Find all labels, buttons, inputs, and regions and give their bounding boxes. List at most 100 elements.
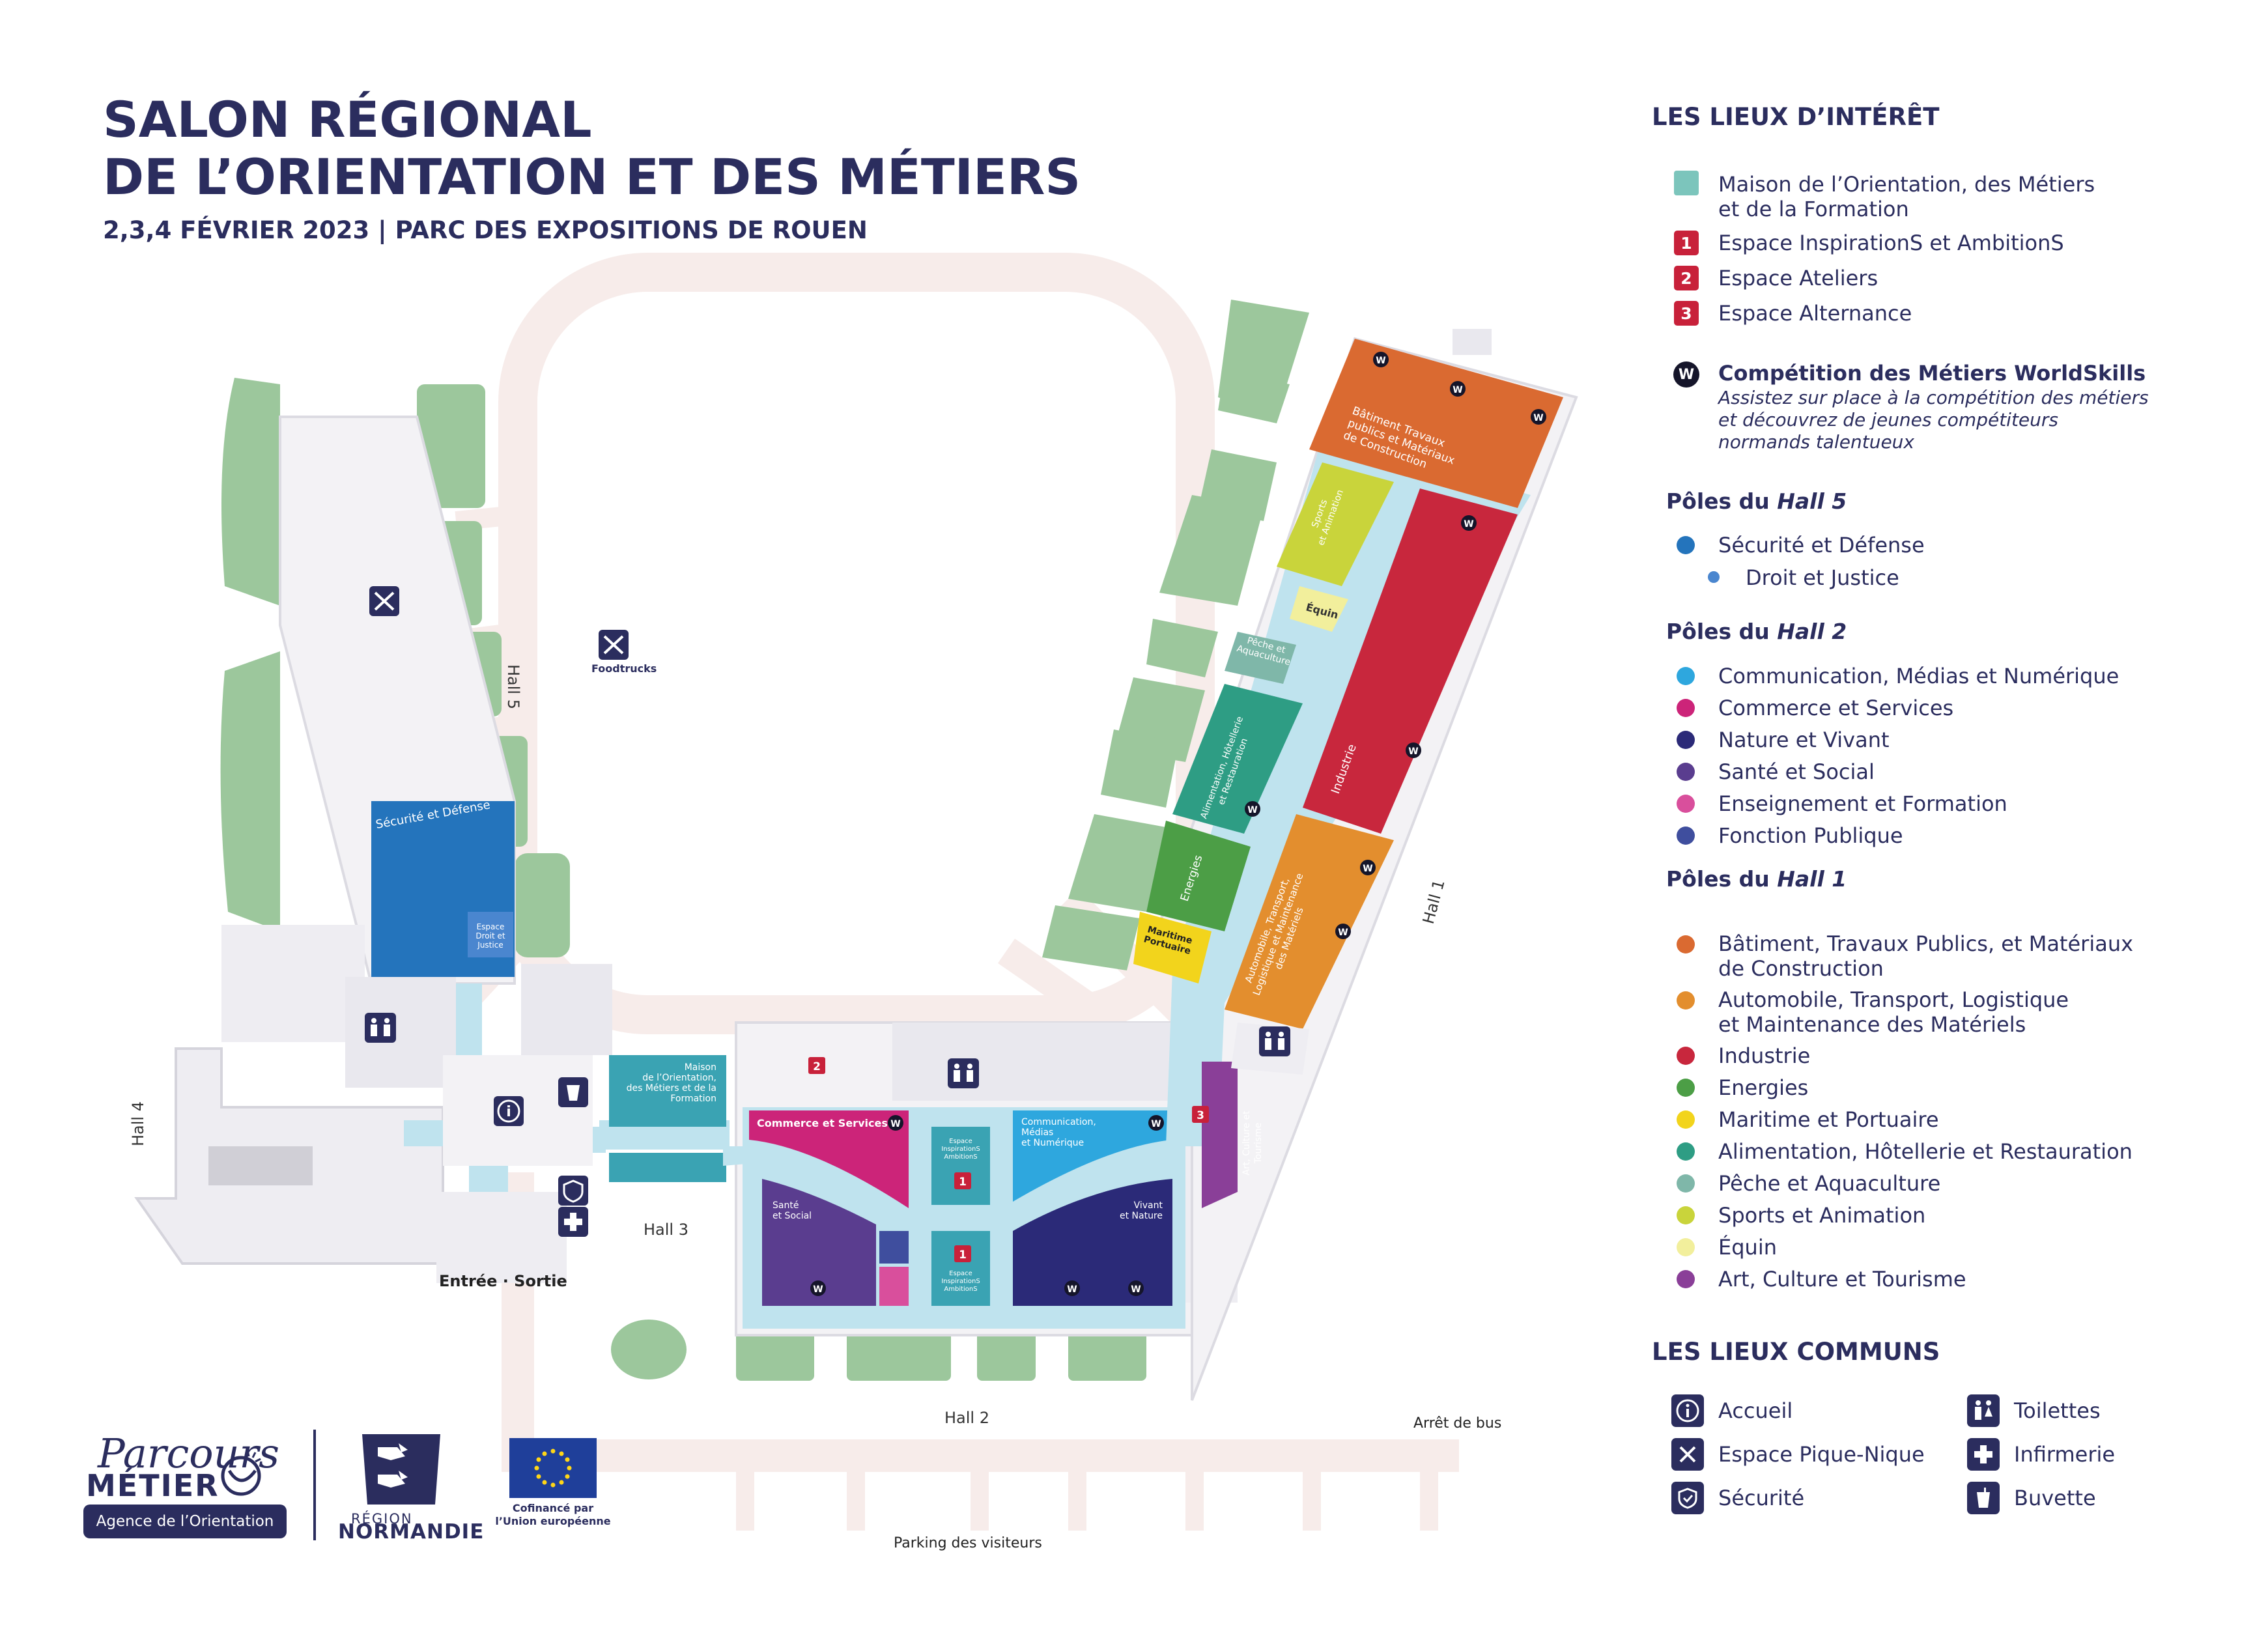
toilets-icon[interactable] bbox=[948, 1058, 979, 1088]
zone-alimentation[interactable] bbox=[1172, 684, 1303, 834]
toilets-icon[interactable] bbox=[1259, 1026, 1290, 1056]
w-badge[interactable]: W bbox=[888, 1115, 903, 1131]
w-badge[interactable]: W bbox=[1373, 352, 1389, 367]
svg-text:W: W bbox=[1453, 385, 1462, 395]
legend-hall1-item: Maritime et Portuaire bbox=[1718, 1107, 1939, 1132]
legend-hall2-item: Fonction Publique bbox=[1718, 823, 1903, 848]
svg-text:W: W bbox=[1151, 1119, 1161, 1129]
num-1-badge: 1 bbox=[1674, 231, 1699, 255]
w-badge[interactable]: W bbox=[1148, 1115, 1164, 1131]
picnic-icon-foodtrucks[interactable] bbox=[599, 630, 629, 660]
legend-interet-title: LES LIEUX D’INTÉRÊT bbox=[1652, 103, 1940, 131]
hall2-side-block bbox=[892, 1023, 1192, 1101]
espace-2-marker[interactable]: 2 bbox=[808, 1057, 825, 1074]
espace-1-marker[interactable]: 1 bbox=[954, 1172, 971, 1189]
title-line-2: DE L’ORIENTATION ET DES MÉTIERS bbox=[103, 148, 1081, 206]
foodtrucks-label: Foodtrucks bbox=[591, 662, 657, 675]
legend-hall1-item: Industrie bbox=[1718, 1043, 1811, 1068]
legend-buvette: Buvette bbox=[2014, 1486, 2096, 1510]
dot-automobile bbox=[1677, 991, 1695, 1010]
entree-sortie-label: Entrée · Sortie bbox=[439, 1272, 567, 1290]
legend-hall1-item: Pêche et Aquaculture bbox=[1718, 1171, 1941, 1196]
zone-fonction-publique[interactable] bbox=[879, 1231, 909, 1264]
zone-vivant[interactable] bbox=[1013, 1179, 1172, 1306]
w-badge[interactable]: W bbox=[1128, 1280, 1144, 1296]
legend-accueil: Accueil bbox=[1718, 1398, 1793, 1423]
w-badge[interactable]: W bbox=[1335, 924, 1351, 939]
infirmary-icon[interactable] bbox=[558, 1207, 588, 1237]
zone-maison[interactable] bbox=[609, 1055, 726, 1127]
info-icon[interactable]: i bbox=[494, 1096, 524, 1126]
legend-espace-3: Espace Alternance bbox=[1718, 301, 1912, 326]
legend-hall1-item: Art, Culture et Tourisme bbox=[1718, 1267, 1966, 1292]
picnic-icon[interactable] bbox=[369, 586, 399, 616]
legend-hall5-title: Pôles du Hall 5 bbox=[1666, 488, 1847, 514]
w-badge[interactable]: W bbox=[1360, 860, 1376, 875]
dot-batiment bbox=[1677, 935, 1695, 954]
w-badge[interactable]: W bbox=[1406, 742, 1421, 758]
maison-swatch bbox=[1674, 171, 1699, 195]
legend-hall1-item: Alimentation, Hôtellerie et Restauration bbox=[1718, 1139, 2133, 1164]
dot-equin bbox=[1677, 1238, 1695, 1256]
zone-peche[interactable] bbox=[1225, 632, 1296, 684]
zone-maritime[interactable] bbox=[1133, 912, 1212, 983]
zone-commerce[interactable] bbox=[749, 1110, 909, 1208]
zone-maison-2[interactable] bbox=[609, 1153, 726, 1182]
w-badge[interactable]: W bbox=[1450, 381, 1466, 397]
svg-text:W: W bbox=[1338, 927, 1348, 938]
parking-lanes bbox=[736, 1465, 1438, 1531]
zone-inspirations-a[interactable] bbox=[931, 1127, 990, 1205]
zone-industrie[interactable] bbox=[1303, 488, 1518, 834]
legend-hall2-item: Nature et Vivant bbox=[1718, 728, 1890, 752]
region-label: RÉGION bbox=[351, 1511, 413, 1527]
zone-energies[interactable] bbox=[1146, 821, 1251, 931]
zone-sports[interactable] bbox=[1277, 462, 1394, 586]
svg-text:W: W bbox=[1067, 1284, 1077, 1295]
zone-enseignement[interactable] bbox=[879, 1267, 909, 1306]
svg-text:W: W bbox=[1363, 864, 1372, 874]
espace-3-marker[interactable]: 3 bbox=[1192, 1106, 1209, 1123]
zone-inspirations-b[interactable] bbox=[931, 1231, 990, 1306]
toilets-icon[interactable] bbox=[365, 1013, 396, 1043]
num-2-badge: 2 bbox=[1674, 266, 1699, 290]
zone-equin[interactable] bbox=[1290, 586, 1348, 632]
w-badge[interactable]: W bbox=[1064, 1280, 1080, 1296]
w-badge[interactable]: W bbox=[1461, 515, 1477, 531]
dot-alimentation bbox=[1677, 1142, 1695, 1161]
svg-text:3: 3 bbox=[1197, 1109, 1204, 1122]
zone-droit-justice[interactable] bbox=[468, 912, 513, 957]
svg-text:W: W bbox=[1408, 746, 1418, 757]
buvette-icon[interactable] bbox=[558, 1077, 588, 1107]
subtitle: 2,3,4 FÉVRIER 2023 | PARC DES EXPOSITION… bbox=[103, 216, 868, 244]
infirmerie-icon bbox=[1967, 1438, 2000, 1471]
dot-communication bbox=[1677, 667, 1695, 685]
accueil-icon bbox=[1671, 1394, 1704, 1427]
zone-batiment[interactable] bbox=[1309, 339, 1563, 508]
legend-hall2-item: Commerce et Services bbox=[1718, 696, 1954, 720]
zone-automobile[interactable] bbox=[1225, 814, 1394, 1029]
page-title: SALON RÉGIONAL DE L’ORIENTATION ET DES M… bbox=[103, 91, 1081, 206]
zone-sante[interactable] bbox=[762, 1179, 876, 1306]
legend-hall2-item: Santé et Social bbox=[1718, 759, 1875, 784]
zone-communication[interactable] bbox=[1013, 1110, 1172, 1202]
espace-1-marker[interactable]: 1 bbox=[954, 1245, 971, 1262]
dot-sante bbox=[1677, 763, 1695, 781]
dot-commerce bbox=[1677, 699, 1695, 717]
parcours-logo-icon bbox=[221, 1449, 261, 1496]
lobby-building bbox=[521, 964, 612, 1055]
w-badge[interactable]: W bbox=[1531, 409, 1546, 425]
security-icon[interactable] bbox=[558, 1176, 588, 1206]
eu-stars-icon bbox=[534, 1448, 572, 1488]
svg-text:W: W bbox=[1533, 413, 1543, 423]
w-badge[interactable]: W bbox=[1245, 801, 1260, 817]
legend-espace-1: Espace InspirationS et AmbitionS bbox=[1718, 231, 2064, 255]
w-badge[interactable]: W bbox=[810, 1280, 826, 1296]
legend-hall1-item: Sports et Animation bbox=[1718, 1203, 1926, 1228]
hall5-label: Hall 5 bbox=[504, 664, 522, 709]
zone-art[interactable] bbox=[1202, 1062, 1238, 1208]
normandie-shield-logo bbox=[362, 1434, 440, 1505]
